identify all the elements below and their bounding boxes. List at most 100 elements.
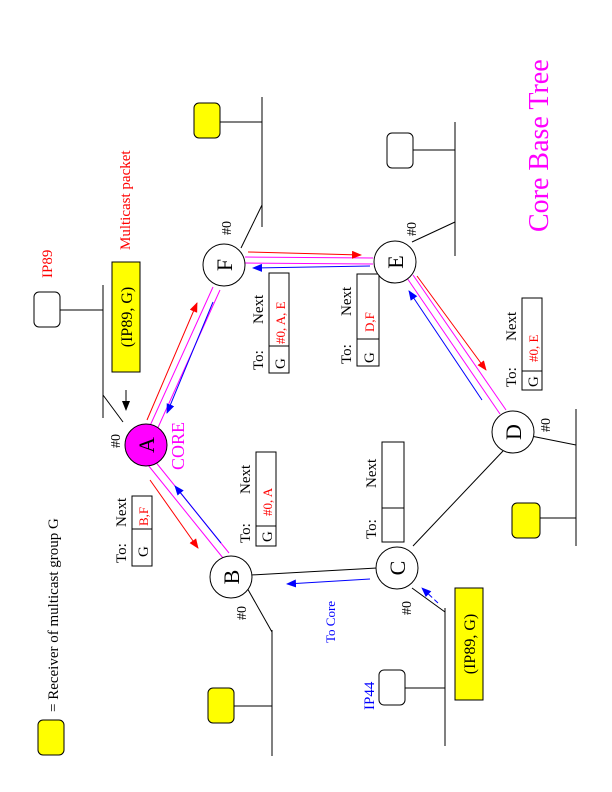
host-ip44 bbox=[378, 669, 406, 706]
magenta-link-e-d-2 bbox=[412, 274, 507, 411]
table-e: To: Next G D,F bbox=[339, 273, 380, 367]
table-b-next: Next bbox=[238, 464, 254, 494]
to-core-arrows bbox=[166, 263, 483, 604]
page-title: Core Base Tree bbox=[524, 59, 555, 232]
table-c-box bbox=[381, 441, 405, 543]
red-arrow-a-to-b bbox=[149, 479, 199, 549]
port-a: #0 bbox=[109, 434, 124, 448]
node-b-label: B bbox=[219, 570, 244, 585]
port-b: #0 bbox=[235, 606, 250, 620]
node-a-label: A bbox=[134, 437, 159, 453]
magenta-link-a-f bbox=[148, 286, 214, 429]
table-f: To: Next G #0, A, E bbox=[251, 272, 290, 374]
stub-a-lan bbox=[102, 394, 124, 423]
table-a-box bbox=[131, 495, 153, 567]
stub-c-lan bbox=[411, 587, 446, 613]
table-d-value: #0, E bbox=[526, 335, 541, 363]
packet-top-label: (IP89, G) bbox=[119, 287, 136, 347]
table-b-to: To: bbox=[238, 523, 254, 543]
to-core-label: To Core bbox=[323, 601, 338, 643]
stub-d-lan bbox=[530, 435, 577, 446]
table-e-to: To: bbox=[339, 344, 355, 364]
table-f-box bbox=[268, 272, 290, 374]
red-arrow-a-to-f bbox=[146, 302, 198, 421]
table-e-next: Next bbox=[339, 286, 355, 316]
packet-box-top bbox=[111, 261, 141, 373]
node-b bbox=[209, 555, 253, 599]
blue-arrow-e-to-f bbox=[252, 263, 371, 272]
node-c-label: C bbox=[385, 561, 410, 576]
table-e-value: D,F bbox=[362, 312, 377, 332]
packet-bottom-label: (IP89, G) bbox=[462, 614, 479, 674]
stub-b-lan bbox=[245, 585, 273, 633]
core-label: CORE bbox=[168, 422, 188, 470]
node-d bbox=[491, 410, 535, 454]
core-tree-links bbox=[147, 256, 507, 559]
blue-arrow-b-to-a bbox=[174, 485, 222, 544]
table-c-to: To: bbox=[364, 519, 380, 539]
host-e bbox=[386, 132, 414, 169]
packets: (IP89, G) (IP89, G) bbox=[111, 261, 484, 701]
node-e-label: E bbox=[383, 255, 408, 268]
table-f-to: To: bbox=[251, 350, 267, 370]
lan-segments bbox=[60, 97, 577, 756]
blue-arrow-c-to-b bbox=[286, 578, 371, 588]
blue-arrow-packet-to-c bbox=[421, 587, 439, 604]
red-arrow-f-to-e bbox=[247, 250, 362, 259]
host-receiver-d bbox=[511, 502, 541, 539]
multicast-packet-label: Multicast packet bbox=[118, 150, 134, 250]
table-c-next: Next bbox=[364, 458, 380, 488]
table-b-group: G bbox=[260, 531, 276, 542]
multicast-arrows bbox=[146, 250, 487, 549]
stub-e-lan bbox=[411, 221, 456, 243]
table-e-group: G bbox=[362, 352, 378, 363]
table-d-group: G bbox=[526, 376, 542, 387]
legend-swatch bbox=[37, 719, 65, 756]
red-arrow-e-to-d bbox=[416, 275, 487, 371]
ip44-label: IP44 bbox=[362, 681, 378, 710]
magenta-link-a-b bbox=[147, 464, 224, 559]
link-b-c bbox=[250, 567, 378, 576]
table-c: To: Next bbox=[364, 441, 405, 543]
host-receiver-b bbox=[207, 687, 235, 724]
magenta-link-f-e-2 bbox=[244, 262, 374, 265]
stub-f-lan bbox=[240, 204, 263, 249]
port-c: #0 bbox=[400, 601, 415, 615]
table-d-next: Next bbox=[504, 311, 520, 341]
node-d-label: D bbox=[501, 424, 526, 440]
table-b-value: #0, A bbox=[260, 487, 275, 516]
table-d-to: To: bbox=[504, 367, 520, 387]
port-e: #0 bbox=[405, 222, 420, 236]
table-f-group: G bbox=[273, 358, 289, 369]
routers: A B C D E F bbox=[124, 240, 535, 599]
node-c bbox=[375, 546, 419, 590]
table-a: To: Next G B,F bbox=[114, 495, 153, 567]
node-f-label: F bbox=[212, 259, 237, 271]
port-d: #0 bbox=[539, 418, 554, 432]
table-e-box bbox=[356, 273, 380, 367]
blue-arrow-d-to-e bbox=[408, 290, 483, 401]
table-f-next: Next bbox=[251, 294, 267, 324]
blue-arrow-f-to-a bbox=[166, 301, 214, 414]
table-f-value: #0, A, E bbox=[273, 301, 288, 344]
node-e bbox=[373, 240, 417, 284]
node-a-core bbox=[124, 423, 168, 467]
table-d: To: Next G #0, E bbox=[504, 297, 543, 391]
legend-text: = Receiver of multicast group G bbox=[46, 518, 62, 712]
table-a-to: To: bbox=[114, 543, 130, 563]
table-b: To: Next G #0, A bbox=[238, 451, 277, 547]
table-a-next: Next bbox=[114, 497, 130, 527]
port-f: #0 bbox=[220, 221, 235, 235]
table-a-group: G bbox=[136, 546, 152, 557]
table-b-box bbox=[255, 451, 277, 547]
tree-links bbox=[250, 450, 504, 576]
ip89-label: IP89 bbox=[40, 250, 56, 278]
table-d-box bbox=[521, 297, 543, 391]
port-labels: #0 #0 #0 #0 #0 #0 bbox=[109, 221, 554, 620]
table-a-value: B,F bbox=[136, 507, 151, 526]
magenta-link-f-e bbox=[244, 256, 374, 259]
hosts bbox=[33, 102, 541, 756]
magenta-link-e-d bbox=[406, 277, 501, 415]
